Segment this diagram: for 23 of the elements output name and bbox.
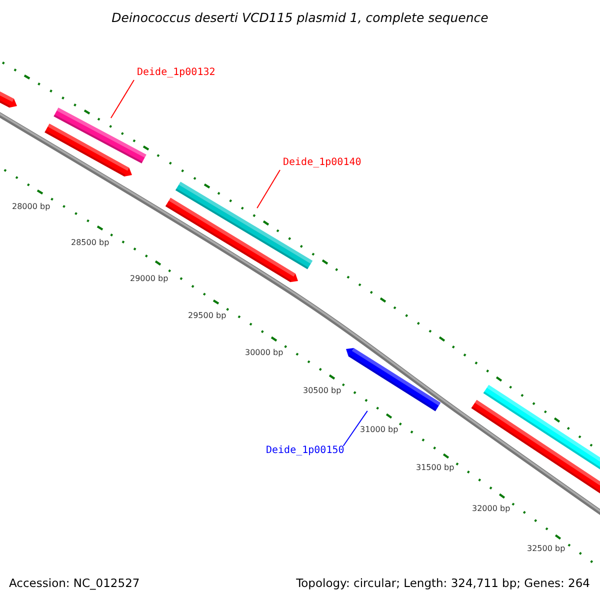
gene-label: Deide_1p00132 — [137, 67, 216, 79]
tick-label: 31500 bp — [416, 463, 454, 473]
footer-text: Topology: circular; Length: 324,711 bp; Genes: 264 — [296, 576, 590, 590]
gene-label: Deide_1p00150 — [266, 445, 344, 457]
gene-block — [54, 108, 146, 164]
footer-text: Accession: NC_012527 — [9, 576, 140, 590]
gene-block — [175, 182, 313, 270]
tick-label: 29000 bp — [130, 274, 168, 284]
map-title: Deinococcus deserti VCD115 plasmid 1, complete sequence — [110, 10, 490, 26]
leader-line — [110, 80, 134, 118]
tick-label: 32000 bp — [472, 504, 510, 514]
tick-label: 29500 bp — [188, 311, 226, 321]
leader-line — [256, 170, 280, 209]
leader-line — [342, 410, 368, 446]
gene-label: Deide_1p00140 — [283, 157, 362, 169]
tick-label: 32500 bp — [527, 544, 566, 554]
gene-block — [483, 384, 600, 470]
tick-label: 31000 bp — [360, 425, 398, 435]
tick-label: 28500 bp — [71, 238, 110, 248]
tick-label: 28000 bp — [12, 202, 50, 212]
tick-label: 30000 bp — [245, 348, 284, 358]
gene-block — [44, 124, 134, 180]
gene-block — [471, 400, 600, 494]
